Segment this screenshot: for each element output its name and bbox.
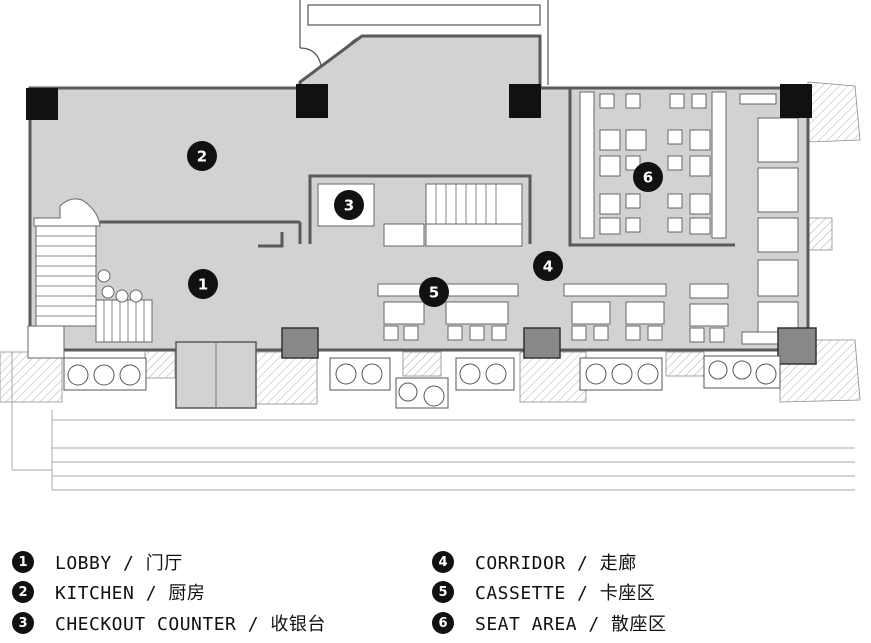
marker-4: 4 <box>533 251 563 281</box>
legend-label: SEAT AREA / 散座区 <box>475 614 667 635</box>
legend-label: CHECKOUT COUNTER / 收银台 <box>55 614 326 635</box>
svg-text:2: 2 <box>197 148 207 166</box>
legend-item-kitchen: 2 KITCHEN / 厨房 <box>12 578 205 606</box>
marker-5: 5 <box>419 277 449 307</box>
marker-6: 6 <box>633 162 663 192</box>
legend-badge: 6 <box>432 612 454 634</box>
legend-badge: 4 <box>432 551 454 573</box>
legend-item-corridor: 4 CORRIDOR / 走廊 <box>432 548 637 576</box>
marker-2: 2 <box>187 141 217 171</box>
marker-1: 1 <box>188 269 218 299</box>
lobby-stair <box>27 198 153 359</box>
hatched-areas <box>0 81 861 405</box>
legend-badge: 5 <box>432 581 454 603</box>
legend-item-cassette: 5 CASSETTE / 卡座区 <box>432 578 655 606</box>
grey-columns <box>281 327 817 365</box>
floor-area <box>28 34 810 409</box>
seat-area-furniture <box>579 91 799 333</box>
legend-label: CASSETTE / 卡座区 <box>475 583 656 604</box>
legend-badge: 1 <box>12 551 34 573</box>
svg-text:6: 6 <box>643 169 653 187</box>
svg-text:5: 5 <box>429 284 439 302</box>
legend: 1 LOBBY / 门厅 2 KITCHEN / 厨房 3 CHECKOUT C… <box>0 540 871 643</box>
marker-3: 3 <box>334 190 364 220</box>
legend-badge: 2 <box>12 581 34 603</box>
svg-text:1: 1 <box>198 276 208 294</box>
columns <box>26 84 812 120</box>
cashier-interior <box>317 183 523 247</box>
legend-label: CORRIDOR / 走廊 <box>475 553 637 574</box>
legend-item-seat-area: 6 SEAT AREA / 散座区 <box>432 609 667 637</box>
exterior-lines <box>11 352 855 491</box>
svg-text:3: 3 <box>344 197 354 215</box>
floor-plan: 1 2 3 4 5 6 <box>0 0 861 491</box>
legend-item-lobby: 1 LOBBY / 门厅 <box>12 548 183 576</box>
legend-label: LOBBY / 门厅 <box>55 553 183 574</box>
legend-item-checkout-counter: 3 CHECKOUT COUNTER / 收银台 <box>12 609 326 637</box>
svg-text:4: 4 <box>543 258 553 276</box>
cassette-furniture <box>377 283 779 345</box>
legend-badge: 3 <box>12 612 34 634</box>
legend-label: KITCHEN / 厨房 <box>55 583 206 604</box>
planters <box>63 355 781 409</box>
interior-walls <box>100 88 810 350</box>
